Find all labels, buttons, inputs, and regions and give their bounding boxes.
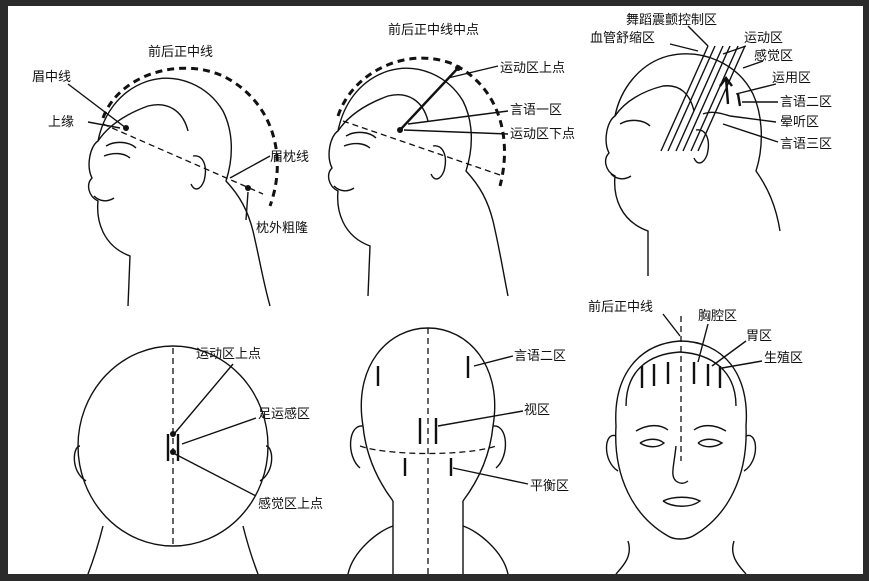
label-speech-3-zone: 言语三区 xyxy=(780,137,832,152)
label-back-speech-2: 言语二区 xyxy=(514,349,566,364)
label-chest-zone: 胸腔区 xyxy=(698,309,737,324)
label-front-midline: 前后正中线 xyxy=(588,299,653,315)
label-vascular-zone: 血管舒缩区 xyxy=(590,30,655,46)
label-meizhenxian: 眉枕线 xyxy=(270,150,309,165)
label-top-motor-upper: 运动区上点 xyxy=(196,347,261,362)
label-qianhou-zhengzhongxian: 前后正中线 xyxy=(148,44,213,60)
zhenwai-point xyxy=(245,185,251,191)
label-vertigo-zone: 晕听区 xyxy=(780,115,819,130)
panel-3-side-head-zones: 舞蹈震颤控制区 血管舒缩区 运动区 感觉区 运用区 言语二区 晕听区 言语三区 xyxy=(590,13,832,276)
label-shangyuan: 上缘 xyxy=(48,115,74,130)
panel-6-front-face: 前后正中线 胸腔区 胃区 生殖区 xyxy=(588,299,803,574)
label-motor-lower-point: 运动区下点 xyxy=(510,127,575,142)
panel-2-side-head: 前后正中线中点 运动区上点 言语一区 运动区下点 xyxy=(329,22,575,296)
panel-1-side-head: 前后正中线 眉中线 上缘 眉枕线 枕外粗隆 xyxy=(32,44,309,306)
label-foot-motor-sensory: 足运感区 xyxy=(258,406,310,422)
label-stomach-zone: 胃区 xyxy=(746,329,772,344)
label-motor-upper-point: 运动区上点 xyxy=(500,61,565,76)
motor-lower-point xyxy=(397,127,403,133)
figure-svg: 前后正中线 眉中线 上缘 眉枕线 枕外粗隆 前后正中线中点 运动区上点 言语一区… xyxy=(8,6,863,574)
label-zhengzhongxian-zhongdian: 前后正中线中点 xyxy=(388,22,479,38)
label-top-sensory-upper: 感觉区上点 xyxy=(258,496,323,512)
label-speech-2-zone: 言语二区 xyxy=(780,95,832,110)
label-balance-zone: 平衡区 xyxy=(530,479,569,494)
label-zhenwai-culong: 枕外粗隆 xyxy=(256,221,308,236)
label-motor-zone: 运动区 xyxy=(744,31,783,46)
label-meizhongxian: 眉中线 xyxy=(32,70,71,85)
label-reproductive-zone: 生殖区 xyxy=(764,350,803,366)
label-sensory-zone: 感觉区 xyxy=(754,48,793,64)
label-vision-zone: 视区 xyxy=(524,403,550,418)
panel-5-back-head: 言语二区 视区 平衡区 xyxy=(348,328,569,574)
label-praxis-zone: 运用区 xyxy=(772,71,811,86)
label-speech-1: 言语一区 xyxy=(510,103,562,118)
label-chorea-zone: 舞蹈震颤控制区 xyxy=(626,13,717,28)
panel-4-top-head: 运动区上点 足运感区 感觉区上点 xyxy=(74,346,323,574)
motor-upper-point xyxy=(455,65,461,71)
scalp-acupuncture-figure: 前后正中线 眉中线 上缘 眉枕线 枕外粗隆 前后正中线中点 运动区上点 言语一区… xyxy=(8,6,863,574)
